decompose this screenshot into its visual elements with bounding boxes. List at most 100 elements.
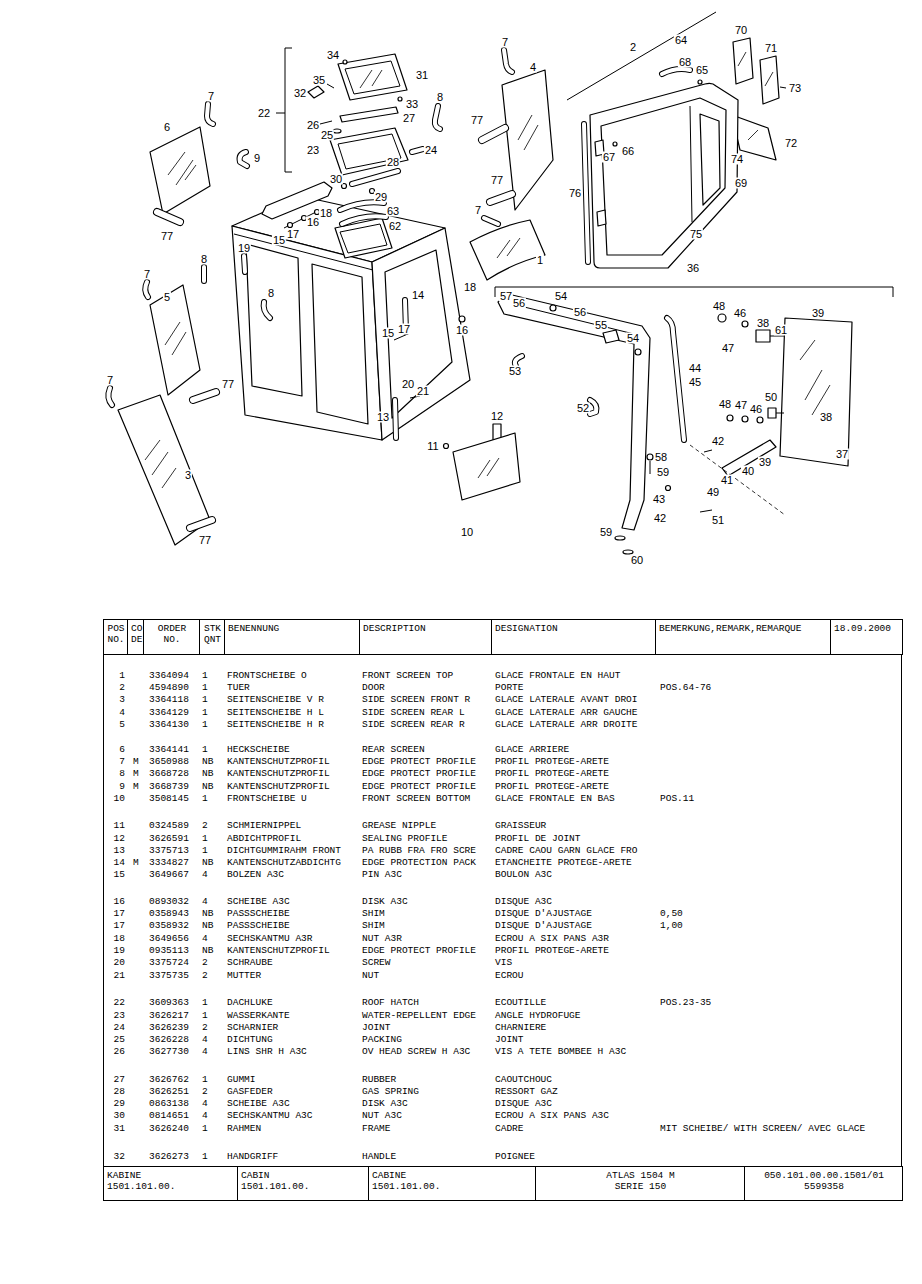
table-cell: VIS <box>495 957 512 968</box>
cell-text: 1501.101.00. <box>107 1181 235 1192</box>
callout-number: 38 <box>819 412 833 423</box>
callout-number: 16 <box>306 217 320 228</box>
table-cell: BOULON A3C <box>495 869 552 880</box>
door-part <box>700 114 720 205</box>
table-cell: 3649656 <box>149 933 189 944</box>
roof-hatch-part <box>338 134 401 169</box>
cell-text: 5599358 <box>748 1181 900 1192</box>
table-cell: EDGE PROTECTION PACK <box>362 857 476 868</box>
wiper-assembly-part <box>770 336 784 337</box>
roof-hatch-part <box>398 97 402 101</box>
callout-number: 18 <box>463 282 477 293</box>
title-block-cell: 050.101.00.00.1501/015599358 <box>744 1166 903 1201</box>
cell-text: DESIGNATION <box>495 623 653 634</box>
table-cell: SHIM <box>362 920 385 931</box>
table-rules <box>104 654 902 1167</box>
table-cell: KANTENSCHUTZABDICHTG <box>227 857 341 868</box>
cabin-body-part <box>340 224 387 253</box>
roof-hatch-part <box>343 60 347 64</box>
table-header-cell: DESCRIPTION <box>359 619 492 655</box>
table-cell: 3 <box>119 694 125 705</box>
wiper-assembly-part <box>776 413 784 414</box>
table-cell: CAOUTCHOUC <box>495 1074 552 1085</box>
table-cell: GLACE LATERALE ARR GAUCHE <box>495 707 638 718</box>
roof-hatch-part <box>345 61 400 94</box>
glass-panes-part <box>800 340 830 415</box>
callout-number: 37 <box>835 449 849 460</box>
glass-panes-part <box>150 285 200 395</box>
table-cell: PROFIL PROTEGE-ARETE <box>495 781 609 792</box>
roof-hatch-part <box>412 149 423 152</box>
table-cell: SCREW <box>362 957 391 968</box>
table-cell: SCHRAUBE <box>227 957 273 968</box>
table-cell: REAR SCREEN <box>362 744 425 755</box>
callout-number: 60 <box>630 555 644 566</box>
cabin-body-part <box>459 316 465 322</box>
screen-handles-part <box>190 520 212 528</box>
table-cell: 3626228 <box>149 1034 189 1045</box>
table-cell: FRONTSCHEIBE U <box>227 793 307 804</box>
table-cell: PACKING <box>362 1034 402 1045</box>
wiper-assembly-part <box>615 536 625 540</box>
table-cell: 1 <box>202 1010 208 1021</box>
edge-profiles-part <box>207 104 213 124</box>
table-cell: 4 <box>202 1046 208 1057</box>
table-cell: 0863138 <box>149 1098 189 1109</box>
screen-handles-part <box>157 212 180 222</box>
edge-profiles <box>108 50 512 405</box>
door-part <box>584 124 588 262</box>
wiper-assembly-part <box>667 318 684 440</box>
door-part <box>601 98 726 255</box>
callout-number: 8 <box>267 288 275 299</box>
table-cell: 3668728 <box>149 768 189 779</box>
wiper-assembly-part <box>690 445 785 515</box>
screen-handles-part <box>157 212 180 222</box>
edge-profiles-part <box>108 388 112 405</box>
cell-text: CABIN <box>241 1170 366 1181</box>
screen-handles-part <box>490 194 512 202</box>
cell-text: 18.09.2000 <box>834 623 900 634</box>
glass-panes-part <box>502 70 553 210</box>
table-cell: EDGE PROTECT PROFILE <box>362 768 476 779</box>
table-cell: GUMMI <box>227 1074 256 1085</box>
table-cell: 24 <box>114 1022 125 1033</box>
roof-hatch-part <box>338 54 407 100</box>
callout-number: 11 <box>426 441 439 452</box>
callout-number: 67 <box>602 152 616 163</box>
table-cell: GLACE FRONTALE EN BAS <box>495 793 615 804</box>
table-cell: 3334827 <box>149 857 189 868</box>
roof-hatch-part <box>308 86 324 98</box>
callout-number: 39 <box>758 457 772 468</box>
callout-number: 41 <box>720 475 734 486</box>
callout-number: 16 <box>455 325 469 336</box>
callout-number: 23 <box>306 145 320 156</box>
callout-number: 3 <box>184 470 192 481</box>
table-cell: NUT <box>362 970 379 981</box>
callout-number: 48 <box>718 399 732 410</box>
screen-handles-part <box>482 128 505 140</box>
roof-hatch-part <box>276 48 292 172</box>
edge-profiles-part <box>145 282 148 297</box>
callout-number: 77 <box>198 535 212 546</box>
edge-profiles-part <box>504 50 512 72</box>
wiper-assembly-part <box>768 408 776 418</box>
table-cell: 16 <box>114 896 125 907</box>
table-cell: 0358943 <box>149 908 189 919</box>
table-cell: RESSORT GAZ <box>495 1086 558 1097</box>
table-cell: 2 <box>202 820 208 831</box>
table-cell: RAHMEN <box>227 1123 261 1134</box>
door-part <box>584 124 588 262</box>
door-part <box>662 69 690 74</box>
table-cell: 19 <box>114 945 125 956</box>
wiper-assembly-part <box>757 417 763 423</box>
table-cell: 1 <box>202 845 208 856</box>
glass-panes <box>118 38 852 545</box>
edge-profiles-part <box>240 152 247 166</box>
roof-hatch-part <box>340 202 384 210</box>
table-cell: 0358932 <box>149 920 189 931</box>
table-cell: ABDICHTPROFIL <box>227 833 301 844</box>
table-cell: EDGE PROTECT PROFILE <box>362 781 476 792</box>
edge-profiles-part <box>201 267 207 281</box>
edge-profiles-part <box>504 50 512 72</box>
